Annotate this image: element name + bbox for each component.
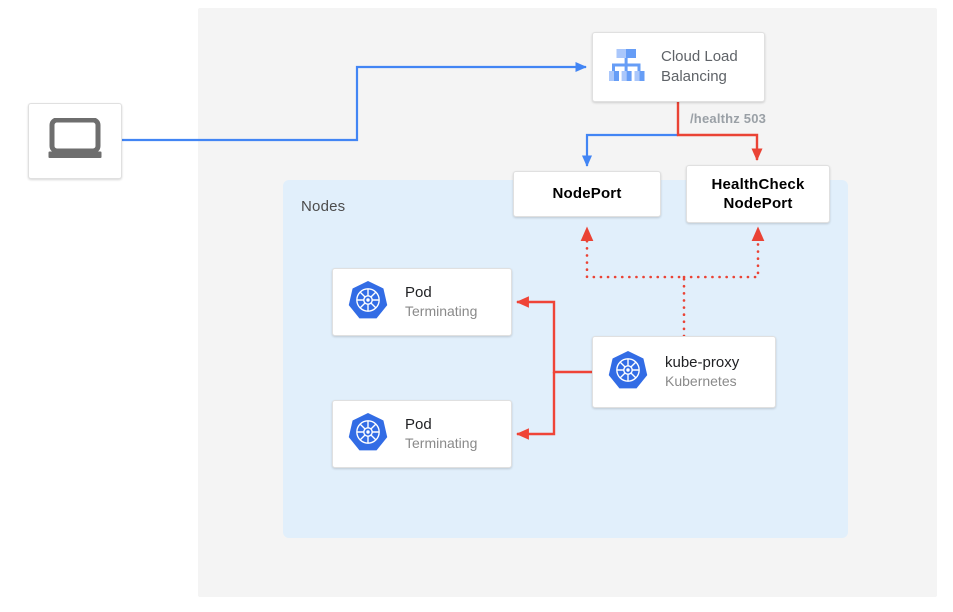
healthz-edge-label: /healthz 503 <box>690 111 767 126</box>
kube-proxy-subtitle: Kubernetes <box>665 372 737 389</box>
nodeport-node[interactable]: NodePort <box>513 171 661 217</box>
kubernetes-icon <box>347 279 389 326</box>
pod-1-status: Terminating <box>405 302 478 319</box>
cloud-load-balancing-icon <box>605 44 647 91</box>
kube-proxy-title: kube-proxy <box>665 354 740 372</box>
pod-node-1[interactable]: Pod Terminating <box>332 268 512 336</box>
cloud-load-balancing-line2: Balancing <box>661 68 727 85</box>
kubernetes-icon <box>347 411 389 458</box>
pod-node-2[interactable]: Pod Terminating <box>332 400 512 468</box>
nodes-region-label: Nodes <box>301 198 346 215</box>
healthcheck-nodeport-node[interactable]: HealthCheck NodePort <box>686 165 830 223</box>
pod-2-status: Terminating <box>405 434 478 451</box>
cloud-load-balancing-line1: Cloud Load <box>661 47 738 65</box>
kube-proxy-node[interactable]: kube-proxy Kubernetes <box>592 336 776 408</box>
pod-1-title: Pod <box>405 284 432 302</box>
laptop-icon <box>47 117 103 165</box>
kubernetes-icon <box>607 349 649 396</box>
nodeport-label: NodePort <box>552 185 622 203</box>
pod-2-title: Pod <box>405 416 432 434</box>
healthcheck-nodeport-line2: NodePort <box>723 195 793 212</box>
healthcheck-nodeport-line1: HealthCheck <box>711 175 805 193</box>
client-node[interactable] <box>28 103 122 179</box>
cloud-load-balancing-node[interactable]: Cloud Load Balancing <box>592 32 765 102</box>
